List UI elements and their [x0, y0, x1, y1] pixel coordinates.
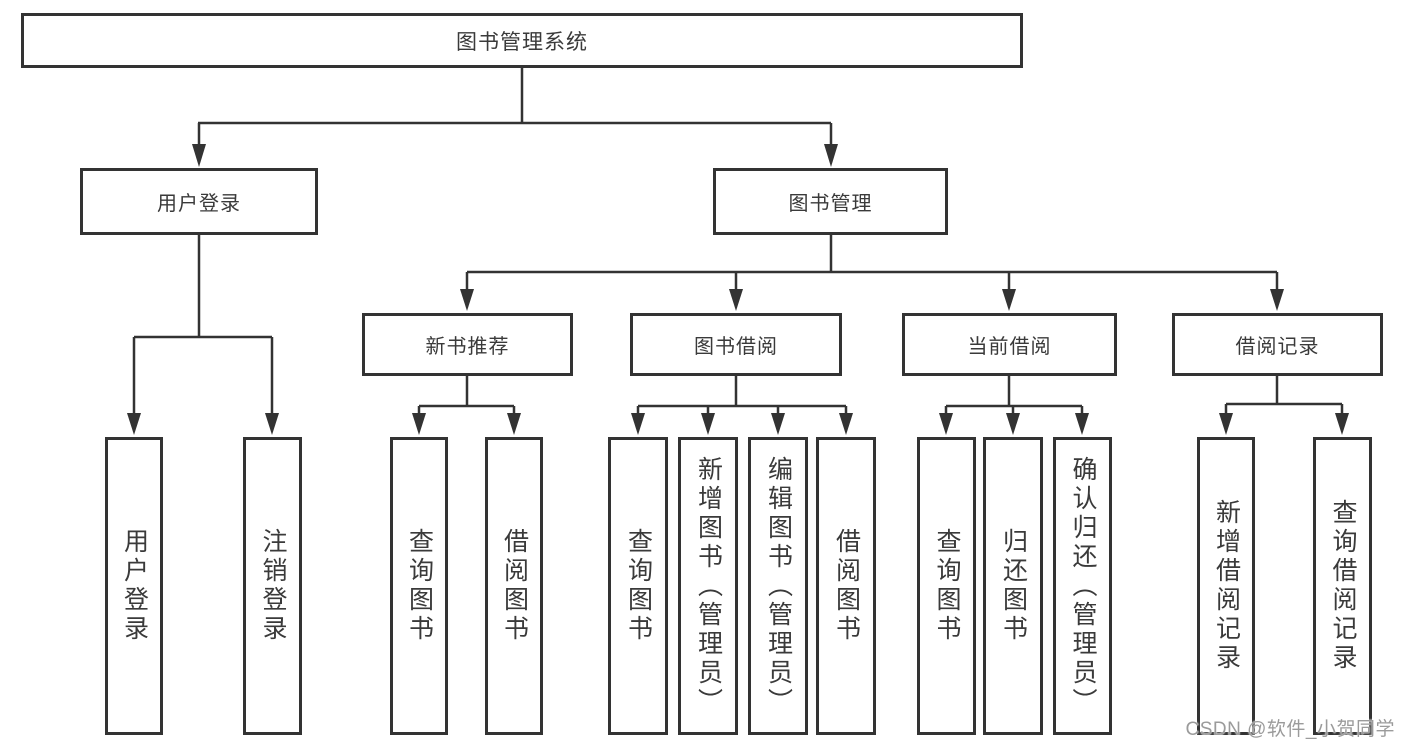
leaf-label: 查询图书: [405, 528, 434, 644]
leaf-label: 查询借阅记录: [1329, 499, 1357, 673]
leaf-label: 借阅图书: [500, 528, 529, 644]
leaf-borrow-books-1: 借阅图书: [485, 437, 543, 735]
leaf-borrow-books-2: 借阅图书: [816, 437, 876, 735]
node-borrowing-records: 借阅记录: [1172, 313, 1383, 376]
leaf-label: 确认归还（管理员）: [1069, 455, 1097, 717]
leaf-label: 查询图书: [933, 528, 961, 644]
node-current-borrowing: 当前借阅: [902, 313, 1117, 376]
leaf-edit-books-admin: 编辑图书（管理员）: [748, 437, 808, 735]
leaf-label: 编辑图书（管理员）: [764, 455, 793, 717]
node-book-management: 图书管理: [713, 168, 948, 235]
node-label: 当前借阅: [967, 336, 1052, 358]
leaf-label: 用户登录: [120, 528, 149, 644]
leaf-query-books-3: 查询图书: [917, 437, 976, 735]
leaf-label: 新增图书（管理员）: [694, 455, 723, 717]
node-book-borrowing: 图书借阅: [630, 313, 842, 376]
leaf-label: 新增借阅记录: [1212, 499, 1241, 673]
node-label: 用户登录: [157, 193, 241, 215]
leaf-confirm-return-admin: 确认归还（管理员）: [1053, 437, 1112, 735]
leaf-label: 注销登录: [259, 528, 287, 644]
csdn-watermark: CSDN @软件_小贺同学: [1185, 719, 1395, 740]
node-new-book-recommendation: 新书推荐: [362, 313, 573, 376]
node-label: 借阅记录: [1235, 336, 1320, 358]
node-label: 图书管理: [788, 193, 873, 215]
leaf-query-borrow-record: 查询借阅记录: [1313, 437, 1372, 735]
node-user-login: 用户登录: [80, 168, 318, 235]
leaf-query-books-2: 查询图书: [608, 437, 668, 735]
node-label: 新书推荐: [425, 336, 510, 358]
leaf-label: 查询图书: [624, 528, 653, 644]
node-label: 图书管理系统: [456, 30, 588, 54]
arrowhead-icons: [127, 144, 1349, 435]
leaf-return-books: 归还图书: [983, 437, 1043, 735]
leaf-query-books-1: 查询图书: [390, 437, 448, 735]
leaf-logout: 注销登录: [243, 437, 302, 735]
leaf-label: 归还图书: [999, 528, 1028, 644]
leaf-add-borrow-record: 新增借阅记录: [1197, 437, 1255, 735]
leaf-label: 借阅图书: [832, 528, 861, 644]
leaf-add-books-admin: 新增图书（管理员）: [678, 437, 738, 735]
node-label: 图书借阅: [694, 336, 778, 358]
leaf-user-login: 用户登录: [105, 437, 163, 735]
node-library-management-system: 图书管理系统: [21, 13, 1023, 68]
